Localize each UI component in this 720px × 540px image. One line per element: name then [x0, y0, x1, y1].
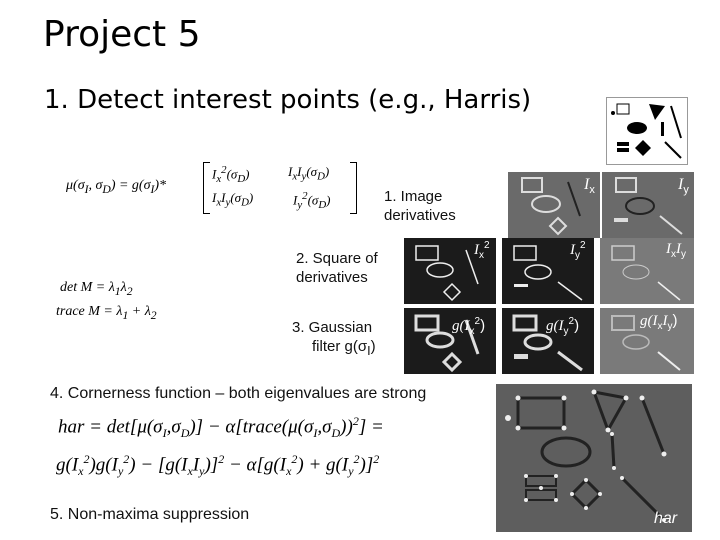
- matrix-bracket-left: [203, 162, 210, 214]
- har-image-graphic: [505, 389, 667, 522]
- original-image-graphic: [611, 103, 682, 159]
- thumb-iy: Iy: [602, 172, 694, 238]
- thumb-ix: Ix: [508, 172, 600, 238]
- thumb-ix2-graphic: [415, 245, 479, 302]
- thumb-giy2-graphic: [512, 314, 583, 372]
- matrix-cell-11: Ix2(σD): [212, 164, 250, 185]
- structure-tensor-equation: μ(σI, σD) = g(σI)*: [66, 178, 167, 196]
- thumb-iy2-graphic: [513, 245, 583, 301]
- list-item-detect-interest-points: 1. Detect interest points (e.g., Harris): [44, 85, 532, 115]
- matrix-cell-22: Iy2(σD): [293, 190, 331, 211]
- step-3-label: 3. Gaussian filter g(σI): [292, 319, 376, 358]
- har-equation-line-2: g(Ix2)g(Iy2) − [g(IxIy)]2 − α[g(Ix2) + g…: [56, 452, 380, 479]
- matrix-bracket-right: [350, 162, 357, 214]
- original-image: [606, 97, 688, 165]
- slide-title: Project 5: [43, 14, 201, 55]
- matrix-cell-21: IxIy(σD): [212, 190, 254, 209]
- matrix-cell-12: IxIy(σD): [288, 164, 330, 183]
- thumb-iy-graphic: [614, 177, 683, 235]
- thumb-ixiy-graphic: [611, 245, 681, 301]
- thumb-gix2: g(Ix2): [404, 308, 496, 374]
- det-equation: det M = λ1λ2: [60, 280, 133, 298]
- thumb-giy2: g(Iy2): [502, 308, 594, 374]
- trace-equation: trace M = λ1 + λ2: [56, 304, 157, 322]
- har-equation-line-1: har = det[μ(σI,σD)] − α[trace(μ(σI,σD))2…: [58, 414, 384, 441]
- thumb-gixiy: g(IxIy): [600, 308, 694, 374]
- step-4-label: 4. Cornerness function – both eigenvalue…: [50, 385, 427, 402]
- thumb-ixiy: IxIy: [600, 238, 694, 304]
- thumb-ix2: Ix2: [404, 238, 496, 304]
- thumb-gixiy-graphic: [611, 315, 681, 371]
- thumb-iy2: Iy2: [502, 238, 594, 304]
- step-5-label: 5. Non-maxima suppression: [50, 506, 250, 523]
- thumb-ix-graphic: [521, 177, 581, 236]
- thumb-gix2-graphic: [414, 314, 480, 373]
- har-image: har: [496, 384, 692, 532]
